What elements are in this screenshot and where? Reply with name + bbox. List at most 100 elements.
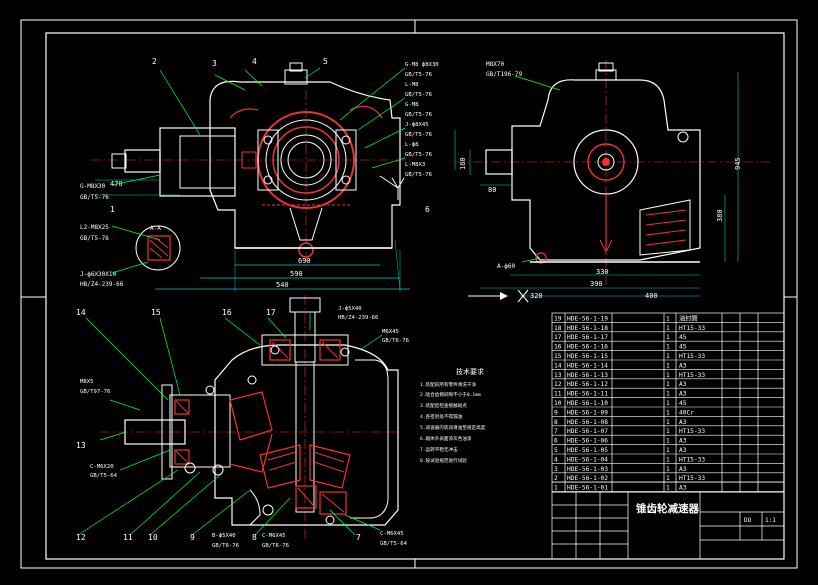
sv-dim-320: 320 <box>530 292 543 300</box>
sv-dim-160: 160 <box>459 157 467 170</box>
bom-cell-qty: 1 <box>666 419 670 426</box>
bom-cell-qty: 1 <box>666 315 670 322</box>
sec-callout-12: B-ф5X40 <box>212 533 236 539</box>
bom-cell-code: HDE-56-1-16 <box>567 344 608 351</box>
balloon-1: 1 <box>110 205 115 214</box>
bom-cell-code: HDE-56-1-17 <box>567 334 608 341</box>
bom-cell-material: 油封圈 <box>679 314 698 322</box>
bom-cell-qty: 1 <box>666 428 670 435</box>
bom-cell-material: A3 <box>679 438 687 445</box>
sv-dim-380: 380 <box>716 209 724 222</box>
note-line-1: 1.装配前所有零件清洗干净 <box>420 381 476 388</box>
bom-cell-qty: 1 <box>666 475 670 482</box>
bom-cell-qty: 1 <box>666 353 670 360</box>
sec-callout-13: GB/T6-76 <box>212 543 239 549</box>
bom-cell-material: A3 <box>679 381 687 388</box>
bom-cell-no: 19 <box>554 315 562 322</box>
bom-cell-no: 11 <box>554 391 562 398</box>
bom-cell-qty: 1 <box>666 381 670 388</box>
bom-cell-qty: 1 <box>666 409 670 416</box>
bom-cell-no: 4 <box>554 456 558 463</box>
bom-cell-qty: 1 <box>666 456 670 463</box>
bom-cell-no: 12 <box>554 381 562 388</box>
notes-title: 技术要求 <box>456 367 484 376</box>
bom-cell-code: HDE-56-1-19 <box>567 315 608 322</box>
note-line-7: 7.运转平稳无冲击 <box>420 446 458 453</box>
balloon-4: 4 <box>252 57 257 66</box>
dim-690: 690 <box>298 257 311 265</box>
note-line-8: 8.按试验规范进行试验 <box>420 457 467 464</box>
sec-callout-4: C-M6X20 <box>90 464 114 470</box>
fv-callout-gb-a: GB/T5-76 <box>80 194 109 201</box>
sv-dim-80: 80 <box>488 186 496 194</box>
sec-callout-0: J-ф5X40 <box>338 306 362 312</box>
sec-callout-10: C-M6X45 <box>380 531 404 537</box>
bom-cell-material: A3 <box>679 447 687 454</box>
fv-note-9: GB/T5-76 <box>405 152 432 158</box>
balloon-16: 16 <box>222 308 232 317</box>
balloon-14: 14 <box>76 308 86 317</box>
sec-callout-8: C-M6X45 <box>262 533 286 539</box>
bom-cell-no: 13 <box>554 372 562 379</box>
sec-callout-9: GB/T6-76 <box>262 543 289 549</box>
front-view-leaders <box>111 67 406 274</box>
bom-cell-code: HDE-56-1-07 <box>567 428 608 435</box>
dim-590: 590 <box>290 270 303 278</box>
fv-note-3: GB/T5-76 <box>405 92 432 98</box>
bom-cell-code: HDE-56-1-18 <box>567 325 608 332</box>
bom-cell-material: HT15-33 <box>679 428 705 435</box>
fv-callout-j: J-ф6X30X10 <box>80 271 117 278</box>
sv-dim-390: 390 <box>590 280 603 288</box>
bom-cell-no: 1 <box>554 485 558 492</box>
balloon-10: 10 <box>148 533 158 542</box>
bom-cell-material: HT15-33 <box>679 456 705 463</box>
sec-callout-1: HB/Z4-239-66 <box>338 315 378 321</box>
note-line-5: 5.减速器内装润滑油至规定高度 <box>420 424 486 431</box>
balloon-11: 11 <box>123 533 133 542</box>
sv-callout-gb: GB/T196-79 <box>486 71 523 78</box>
bom-cell-qty: 1 <box>666 372 670 379</box>
section-view <box>77 295 400 540</box>
bom-cell-code: HDE-56-1-11 <box>567 391 608 398</box>
sec-callout-2: M8X5 <box>80 379 93 385</box>
sec-callout-5: GB/T5-64 <box>90 473 118 479</box>
bom-cell-material: A3 <box>679 485 687 492</box>
bom-cell-material: A3 <box>679 419 687 426</box>
bom-cell-no: 14 <box>554 362 562 369</box>
bom-cell-qty: 1 <box>666 447 670 454</box>
bom-cell-code: HDE-56-1-12 <box>567 381 608 388</box>
bom-cell-code: HDE-56-1-09 <box>567 409 608 416</box>
technical-notes: 技术要求 1.装配前所有零件清洗干净 2.啮合齿侧间隙不小于0.1mm 3.装配… <box>420 367 486 464</box>
balloon-7: 7 <box>356 533 361 542</box>
bom-cell-material: 40Cr <box>679 409 694 416</box>
note-line-3: 3.装配后检查接触斑点 <box>420 402 467 409</box>
balloon-12: 12 <box>76 533 86 542</box>
bom-cell-code: HDE-56-1-03 <box>567 466 608 473</box>
note-line-6: 6.箱体外表面涂灰色油漆 <box>420 435 472 442</box>
balloon-6: 6 <box>425 205 430 214</box>
bom-cell-material: A3 <box>679 391 687 398</box>
bom-cell-qty: 1 <box>666 325 670 332</box>
sec-callout-11: GB/T5-64 <box>380 541 408 547</box>
bom-cell-code: HDE-56-1-02 <box>567 475 608 482</box>
bom-cell-material: 45 <box>679 334 687 341</box>
bom-cell-code: HDE-56-1-06 <box>567 438 608 445</box>
bom-cell-material: 45 <box>679 344 687 351</box>
drawing-title: 锥齿轮减速器 <box>636 502 699 515</box>
bom-cell-qty: 1 <box>666 391 670 398</box>
sv-callout-a: A-ф60 <box>497 263 515 270</box>
fv-note-2: L-M8 <box>405 82 419 88</box>
balloon-15: 15 <box>151 308 161 317</box>
bom-cell-no: 7 <box>554 428 558 435</box>
fv-note-8: L-ф8 <box>405 142 419 148</box>
fv-callout-l2-m8x25: L2-M8X25 <box>80 224 109 231</box>
fv-note-7: GB/T5-76 <box>405 132 432 138</box>
bom-cell-no: 17 <box>554 334 562 341</box>
fv-note-10: L-M8X3 <box>405 162 425 168</box>
dim-540: 540 <box>276 281 289 289</box>
balloon-2: 2 <box>152 57 157 66</box>
fv-note-4: G-M8 <box>405 102 419 108</box>
bom-cell-qty: 1 <box>666 344 670 351</box>
